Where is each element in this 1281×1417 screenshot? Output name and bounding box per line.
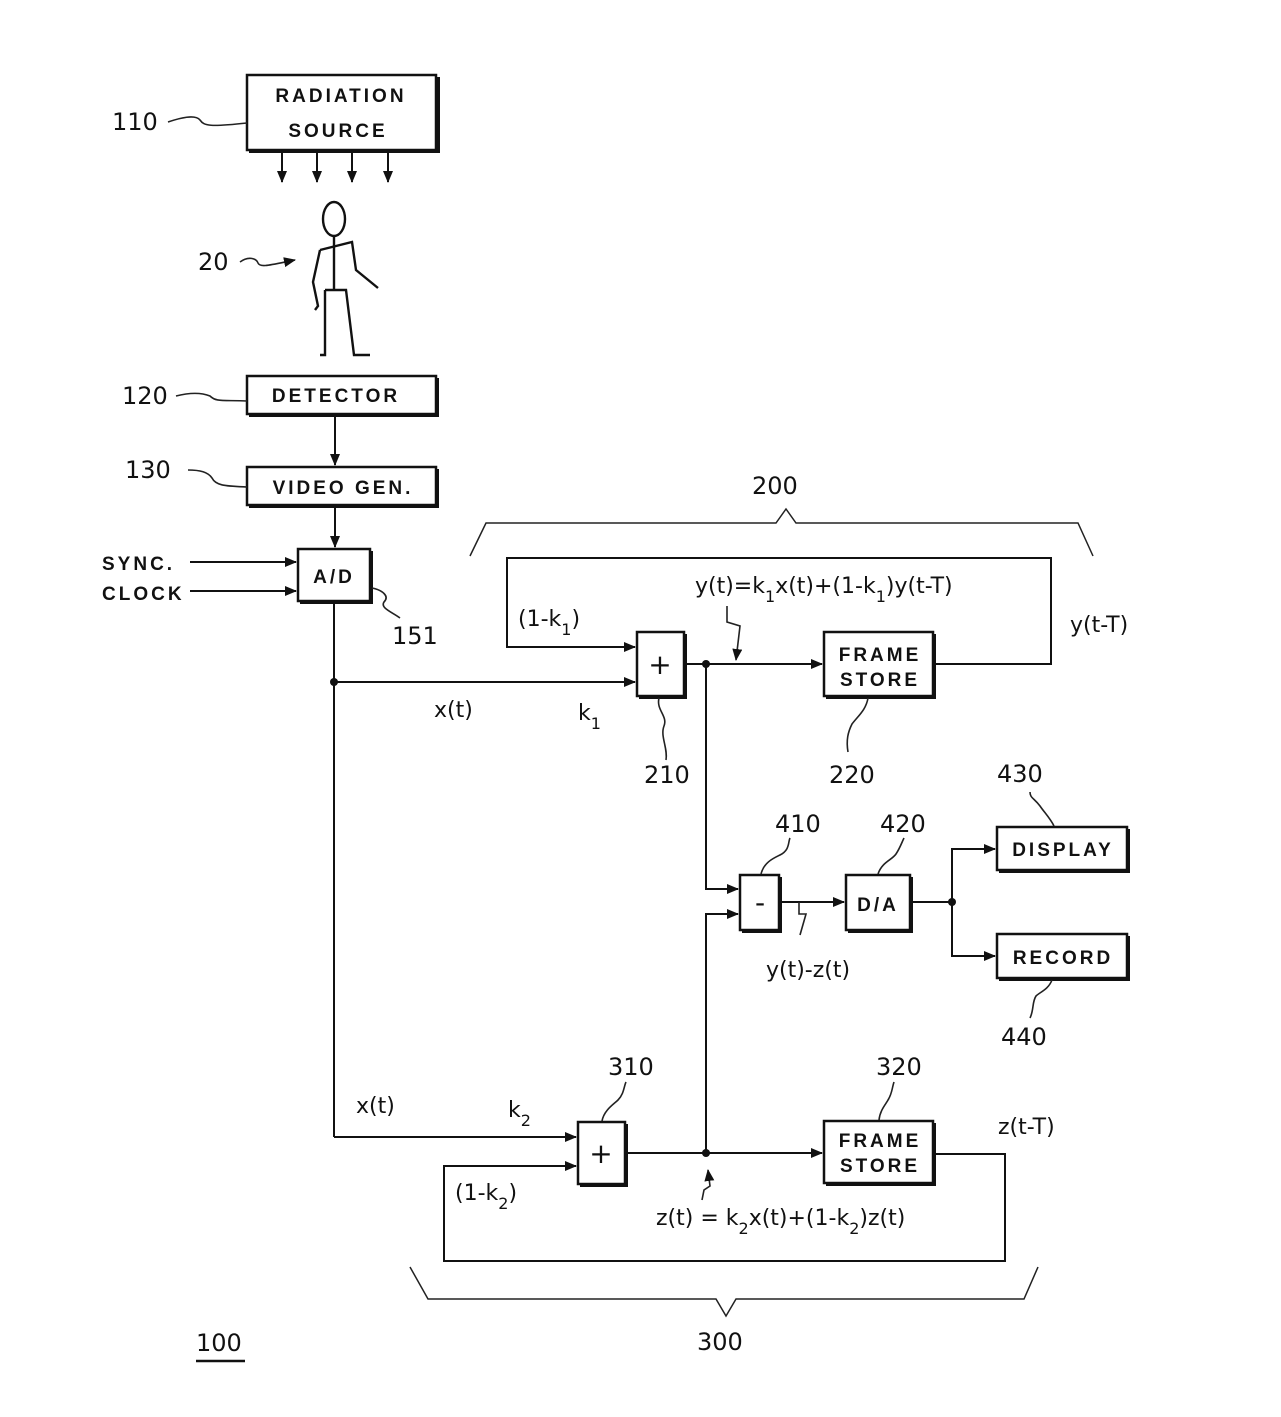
- ad-label: A/D: [313, 567, 355, 588]
- da-converter-420: D/A: [844, 873, 913, 933]
- record-block-440: RECORD: [995, 932, 1130, 981]
- frame-store-220-line1: FRAME: [839, 645, 922, 666]
- ref-430: 430: [997, 760, 1043, 788]
- feedback-loop-300: [443, 1153, 1006, 1262]
- leader-220: [846, 697, 869, 753]
- wire-to-record: [951, 902, 996, 961]
- detector-label: DETECTOR: [272, 386, 400, 407]
- video-gen-label: VIDEO GEN.: [273, 478, 414, 499]
- ref-220: 220: [829, 761, 875, 789]
- adder-210-op: +: [648, 648, 671, 681]
- ref-310: 310: [608, 1053, 654, 1081]
- leader-440: [1029, 979, 1053, 1019]
- ref-110: 110: [112, 108, 158, 136]
- frame-store-320-line2: STORE: [840, 1156, 920, 1177]
- ref-410: 410: [775, 810, 821, 838]
- record-label: RECORD: [1013, 948, 1113, 969]
- leader-z-equation: [701, 1169, 715, 1201]
- adder-310-op: +: [589, 1137, 612, 1170]
- frame-store-220: FRAME STORE: [822, 630, 936, 699]
- video-gen-block: VIDEO GEN.: [245, 465, 439, 508]
- leader-210: [657, 697, 668, 761]
- leader-420: [877, 837, 905, 875]
- leader-110: [167, 116, 248, 127]
- signal-x-lower: x(t): [356, 1094, 395, 1119]
- subtractor-410-op: -: [755, 886, 765, 919]
- ref-20: 20: [198, 248, 229, 276]
- ref-420: 420: [880, 810, 926, 838]
- radiation-source-label-2: SOURCE: [288, 121, 387, 142]
- wire-y-to-subtractor: [705, 664, 739, 894]
- sync-label: SYNC.: [102, 554, 175, 575]
- adder-310: +: [576, 1120, 628, 1187]
- radiation-source-label-1: RADIATION: [275, 86, 406, 107]
- leader-151: [371, 587, 401, 619]
- leader-diff: [798, 902, 808, 936]
- radiation-source-block: RADIATION SOURCE: [245, 73, 440, 153]
- leader-20: [239, 257, 296, 268]
- frame-store-220-line2: STORE: [840, 670, 920, 691]
- leader-120: [175, 392, 248, 402]
- ref-200: 200: [752, 472, 798, 500]
- signal-k1: k1: [578, 701, 601, 733]
- ref-100: 100: [196, 1329, 242, 1357]
- signal-k2: k2: [508, 1098, 531, 1130]
- clock-label: CLOCK: [102, 584, 185, 605]
- adder-210: +: [635, 630, 687, 699]
- person-figure-icon: [311, 200, 379, 357]
- ref-120: 120: [122, 382, 168, 410]
- leader-130: [187, 469, 248, 488]
- leader-320: [878, 1081, 895, 1121]
- ref-440: 440: [1001, 1023, 1047, 1051]
- signal-z-delayed: z(t-T): [998, 1115, 1055, 1140]
- ref-130: 130: [125, 456, 171, 484]
- junction-z: [702, 1149, 710, 1157]
- ref-300: 300: [697, 1328, 743, 1356]
- ref-210: 210: [644, 761, 690, 789]
- leader-y-equation: [726, 606, 743, 661]
- leader-410: [760, 837, 791, 875]
- signal-y-equation: y(t)=k1x(t)+(1-k1)y(t-T): [695, 574, 953, 606]
- ad-converter-block: A/D: [296, 547, 373, 604]
- signal-z-equation: z(t) = k2x(t)+(1-k2)z(t): [656, 1206, 905, 1238]
- signal-one-minus-k1: (1-k1): [518, 607, 580, 639]
- ref-151: 151: [392, 622, 438, 650]
- da-label: D/A: [857, 895, 899, 916]
- signal-one-minus-k2: (1-k2): [455, 1181, 517, 1213]
- frame-store-320-line1: FRAME: [839, 1131, 922, 1152]
- ref-320: 320: [876, 1053, 922, 1081]
- radiation-arrows: [277, 152, 393, 183]
- signal-diff: y(t)-z(t): [766, 958, 850, 983]
- bracket-200: [469, 507, 1094, 557]
- leader-430: [1029, 791, 1055, 827]
- wire-to-display: [951, 844, 996, 902]
- bracket-300: [409, 1266, 1039, 1318]
- frame-store-320: FRAME STORE: [822, 1119, 936, 1186]
- detector-block: DETECTOR: [245, 374, 439, 417]
- feedback-loop-200: [506, 557, 1052, 665]
- display-block-430: DISPLAY: [995, 825, 1130, 873]
- wire-z-to-subtractor: [705, 909, 739, 1153]
- leader-310: [601, 1081, 627, 1122]
- signal-x-upper: x(t): [434, 698, 473, 723]
- display-label: DISPLAY: [1012, 840, 1114, 861]
- signal-y-delayed: y(t-T): [1070, 613, 1128, 638]
- subtractor-410: -: [738, 873, 782, 933]
